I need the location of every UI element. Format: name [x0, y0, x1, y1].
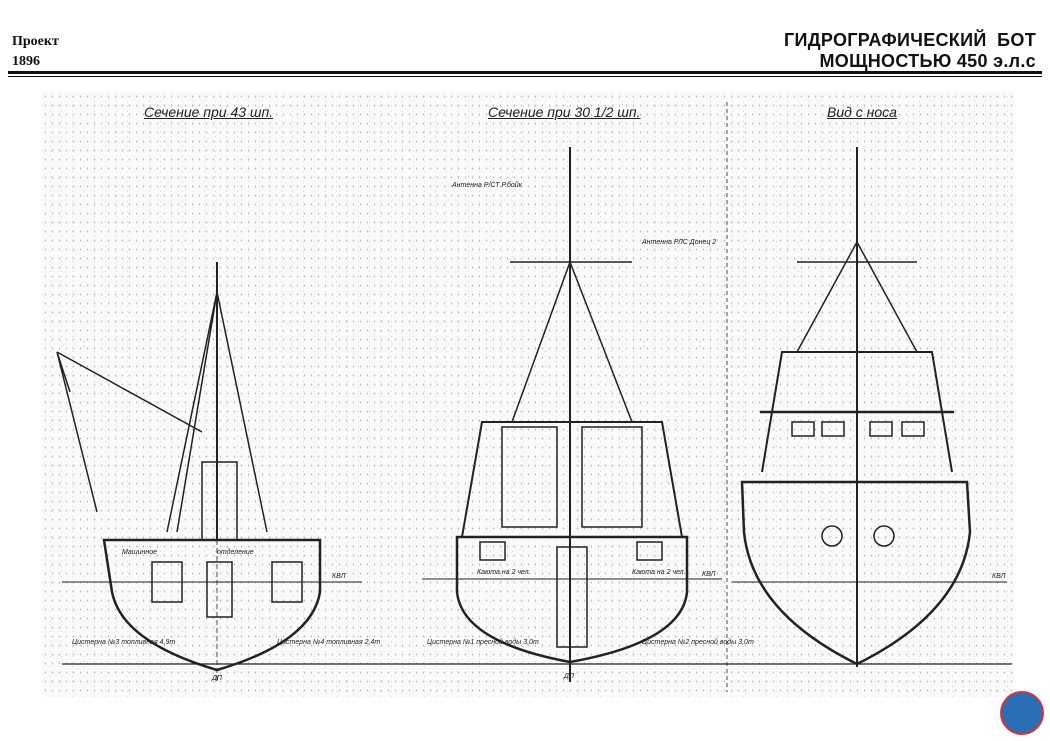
view-title-bow: Вид с носа — [827, 104, 897, 120]
title-line-1: ГИДРОГРАФИЧЕСКИЙ БОТ — [784, 30, 1036, 50]
label-tank-2: Цистерна №2 пресной воды 3,0т — [642, 638, 754, 646]
label-antenna-rls: Антенна РЛС Донец 2 — [641, 239, 716, 246]
project-label: Проект — [12, 34, 59, 49]
label-tank-1: Цистерна №1 пресной воды 3,0т — [427, 638, 539, 646]
watermark-logo-icon — [1000, 691, 1044, 735]
bow-view-drawing: КВЛ — [732, 147, 1007, 667]
section-43-drawing: Машинное отделение Цистерна №3 топливная… — [56, 262, 380, 682]
label-dp-2: ДП — [563, 673, 575, 680]
label-kvl: КВЛ — [332, 573, 346, 580]
label-kvl-2: КВЛ — [702, 571, 716, 578]
header-rule-thin — [8, 76, 1042, 77]
section-30-drawing: Антенна Р/СТ Р.бойк Антенна РЛС Донец 2 … — [422, 147, 754, 682]
label-tank-4: Цистерна №4 топливная 2,4т — [277, 639, 380, 646]
label-kvl-3: КВЛ — [992, 573, 1006, 580]
label-engine-room: Машинное — [122, 549, 157, 556]
label-tank-3: Цистерна №3 топливная 4,9т — [72, 639, 175, 646]
label-compartment: отделение — [217, 548, 254, 556]
header-rule — [8, 71, 1042, 74]
label-antenna-rst: Антенна Р/СТ Р.бойк — [451, 181, 523, 189]
view-title-section-43: Сечение при 43 шп. — [144, 104, 274, 120]
label-cabin-right: Каюта на 2 чел. — [632, 569, 686, 576]
label-cabin-left: Каюта на 2 чел. — [477, 569, 531, 576]
view-title-section-30: Сечение при 30 1/2 шп. — [488, 104, 641, 120]
label-dp: ДП — [211, 675, 223, 682]
drawing-sheet: Сечение при 43 шп. Сечение при 30 1/2 шп… — [42, 92, 1014, 697]
project-number: 1896 — [12, 54, 40, 69]
project-info: Проект 1896 — [12, 32, 59, 72]
title-line-2: МОЩНОСТЬЮ 450 э.л.с — [819, 51, 1036, 71]
document-title: ГИДРОГРАФИЧЕСКИЙ БОТ МОЩНОСТЬЮ 450 э.л.с — [784, 30, 1036, 72]
ship-drawings: Машинное отделение Цистерна №3 топливная… — [56, 102, 1012, 692]
